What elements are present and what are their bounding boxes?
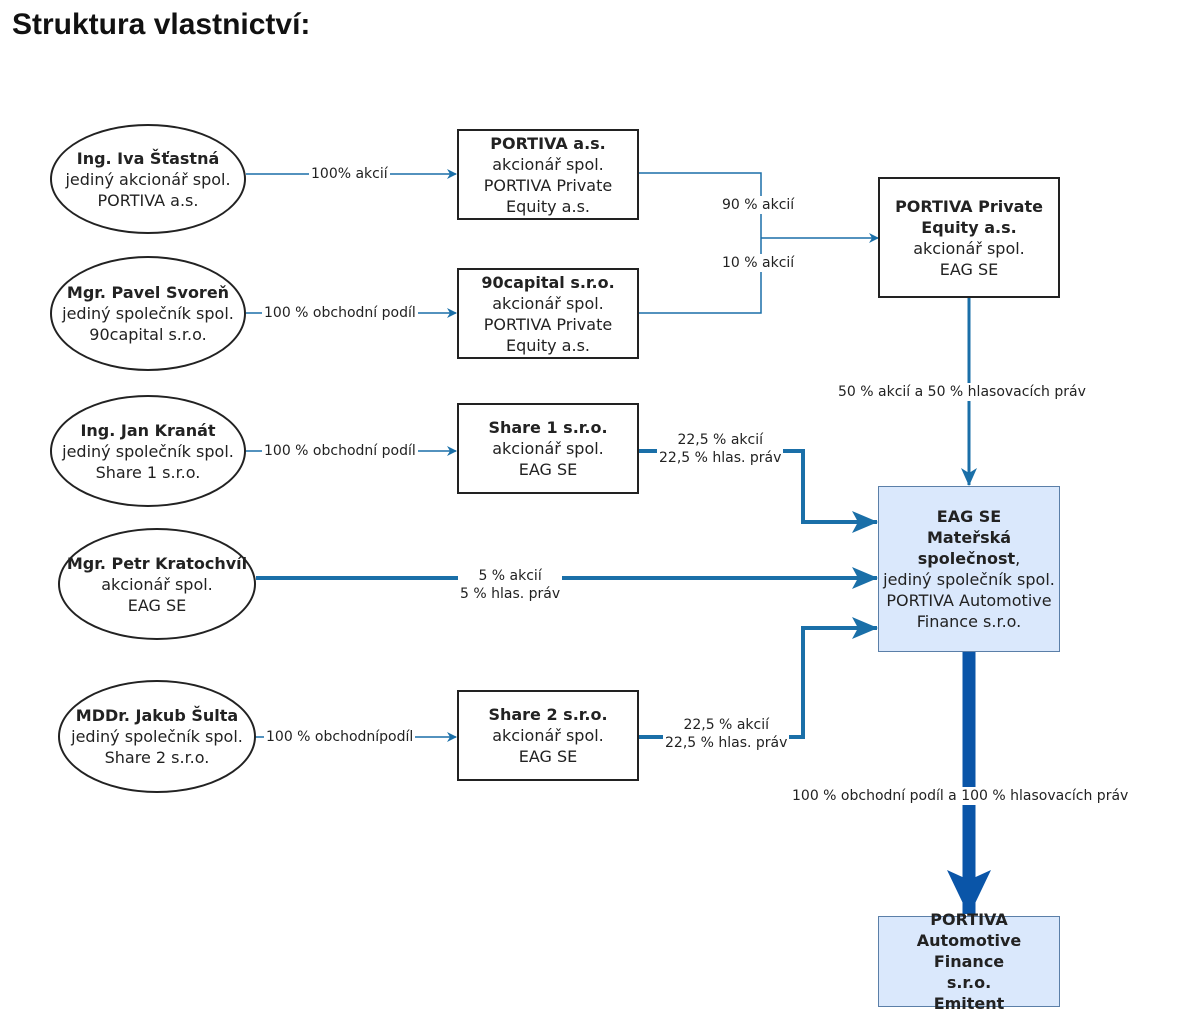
emitent-line1: PORTIVA: [930, 910, 1008, 929]
company-line1: akcionář spol.: [492, 293, 604, 313]
edge-portiva-pe: [638, 172, 762, 238]
company-name-suffix: ,: [1015, 549, 1021, 568]
company-name: PORTIVA a.s.: [490, 133, 606, 153]
company-line2: EAG SE: [518, 460, 578, 479]
company-line2: PORTIVA Private: [483, 314, 613, 334]
person-role: jediný společník spol.: [62, 304, 234, 323]
person-jakub-sulta: MDDr. Jakub Šulta jediný společník spol.…: [58, 680, 256, 793]
company-name-2: Equity a.s.: [921, 217, 1017, 237]
edge-label-share2: 22,5 % akcií 22,5 % hlas. práv: [663, 716, 790, 752]
edge-label-share1: 22,5 % akcií 22,5 % hlas. práv: [657, 431, 784, 467]
edge-label-petr-line1: 5 % akcií: [478, 568, 542, 584]
company-portiva-private-equity: PORTIVA Private Equity a.s. akcionář spo…: [878, 177, 1060, 298]
company-name: 90capital s.r.o.: [481, 272, 615, 292]
person-pavel-svoren: Mgr. Pavel Svoreň jediný společník spol.…: [50, 256, 246, 371]
company-line2: EAG SE: [939, 259, 999, 279]
person-role: akcionář spol.: [101, 574, 213, 594]
person-iva-stastna: Ing. Iva Šťastná jediný akcionář spol. P…: [50, 124, 246, 234]
person-jan-kranat: Ing. Jan Kranát jediný společník spol. S…: [50, 395, 246, 507]
edge-label-iva: 100% akcií: [309, 165, 390, 183]
page-title: Struktura vlastnictví:: [12, 8, 311, 41]
company-share2: Share 2 s.r.o. akcionář spol. EAG SE: [457, 690, 639, 781]
company-portiva-as: PORTIVA a.s. akcionář spol. PORTIVA Priv…: [457, 129, 639, 220]
person-role: jediný společník spol.: [62, 441, 234, 461]
person-company: Share 2 s.r.o.: [104, 748, 210, 767]
company-name-2: Mateřská: [926, 528, 1012, 547]
company-line3: Equity a.s.: [506, 196, 590, 216]
edge-label-share2-line1: 22,5 % akcií: [683, 717, 769, 733]
emitent-line2: Automotive Finance: [916, 931, 1022, 971]
edge-label-share2-line2: 22,5 % hlas. práv: [665, 735, 788, 751]
edge-label-jakub: 100 % obchodnípodíl: [264, 728, 416, 746]
edge-label-pe-eag: 50 % akcií a 50 % hlasovacích práv: [836, 383, 1088, 401]
edge-label-petr: 5 % akcií 5 % hlas. práv: [458, 567, 563, 603]
person-role: jediný akcionář spol.: [65, 169, 231, 189]
emitent-line4: Emitent: [933, 994, 1005, 1013]
person-company: 90capital s.r.o.: [89, 325, 207, 344]
company-name-3-wrap: společnost,: [918, 548, 1020, 569]
company-name-1: EAG SE: [936, 507, 1002, 526]
company-line1: akcionář spol.: [913, 238, 1025, 258]
company-line1: akcionář spol.: [492, 154, 604, 174]
company-line1: akcionář spol.: [492, 439, 604, 458]
company-emitent: PORTIVA Automotive Finance s.r.o. Emiten…: [878, 910, 1060, 1013]
person-name: Ing. Jan Kranát: [80, 420, 216, 440]
edge-label-pavel: 100 % obchodní podíl: [262, 304, 418, 322]
edge-label-portiva-as: 90 % akcií: [720, 196, 797, 214]
person-company: PORTIVA a.s.: [97, 190, 199, 210]
edge-label-90capital: 10 % akcií: [720, 254, 797, 272]
company-line2: PORTIVA Automotive: [886, 591, 1052, 610]
company-name: Share 1 s.r.o.: [488, 418, 608, 437]
company-line1: akcionář spol.: [492, 726, 604, 745]
person-name: Ing. Iva Šťastná: [76, 148, 220, 168]
edge-label-jan: 100 % obchodní podíl: [262, 442, 418, 460]
person-company: EAG SE: [127, 595, 187, 615]
person-company: Share 1 s.r.o.: [95, 462, 201, 482]
company-name-3: společnost: [917, 549, 1016, 568]
company-line1: jediný společník spol.: [883, 570, 1055, 589]
company-name: Share 2 s.r.o.: [488, 705, 608, 724]
company-name-1: PORTIVA Private: [895, 196, 1043, 216]
emitent-line3: s.r.o.: [946, 973, 992, 992]
edge-90capital-pe: [638, 238, 762, 314]
person-name: MDDr. Jakub Šulta: [75, 706, 239, 725]
person-role: jediný společník spol.: [71, 727, 243, 746]
company-share1: Share 1 s.r.o. akcionář spol. EAG SE: [457, 403, 639, 494]
company-line3: Equity a.s.: [506, 335, 590, 355]
edge-label-eag-emitent: 100 % obchodní podíl a 100 % hlasovacích…: [790, 787, 1131, 805]
edge-label-share1-line2: 22,5 % hlas. práv: [659, 450, 782, 466]
company-line2: EAG SE: [518, 747, 578, 766]
company-line3: Finance s.r.o.: [916, 612, 1022, 631]
person-name: Mgr. Petr Kratochvíl: [66, 553, 248, 573]
company-line2: PORTIVA Private: [483, 175, 613, 195]
company-90capital: 90capital s.r.o. akcionář spol. PORTIVA …: [457, 268, 639, 359]
person-petr-kratochvil: Mgr. Petr Kratochvíl akcionář spol. EAG …: [58, 528, 256, 640]
edge-label-share1-line1: 22,5 % akcií: [677, 432, 763, 448]
company-eag-se: EAG SE Mateřská společnost, jediný spole…: [878, 486, 1060, 652]
edge-label-petr-line2: 5 % hlas. práv: [460, 586, 561, 602]
person-name: Mgr. Pavel Svoreň: [66, 283, 230, 302]
